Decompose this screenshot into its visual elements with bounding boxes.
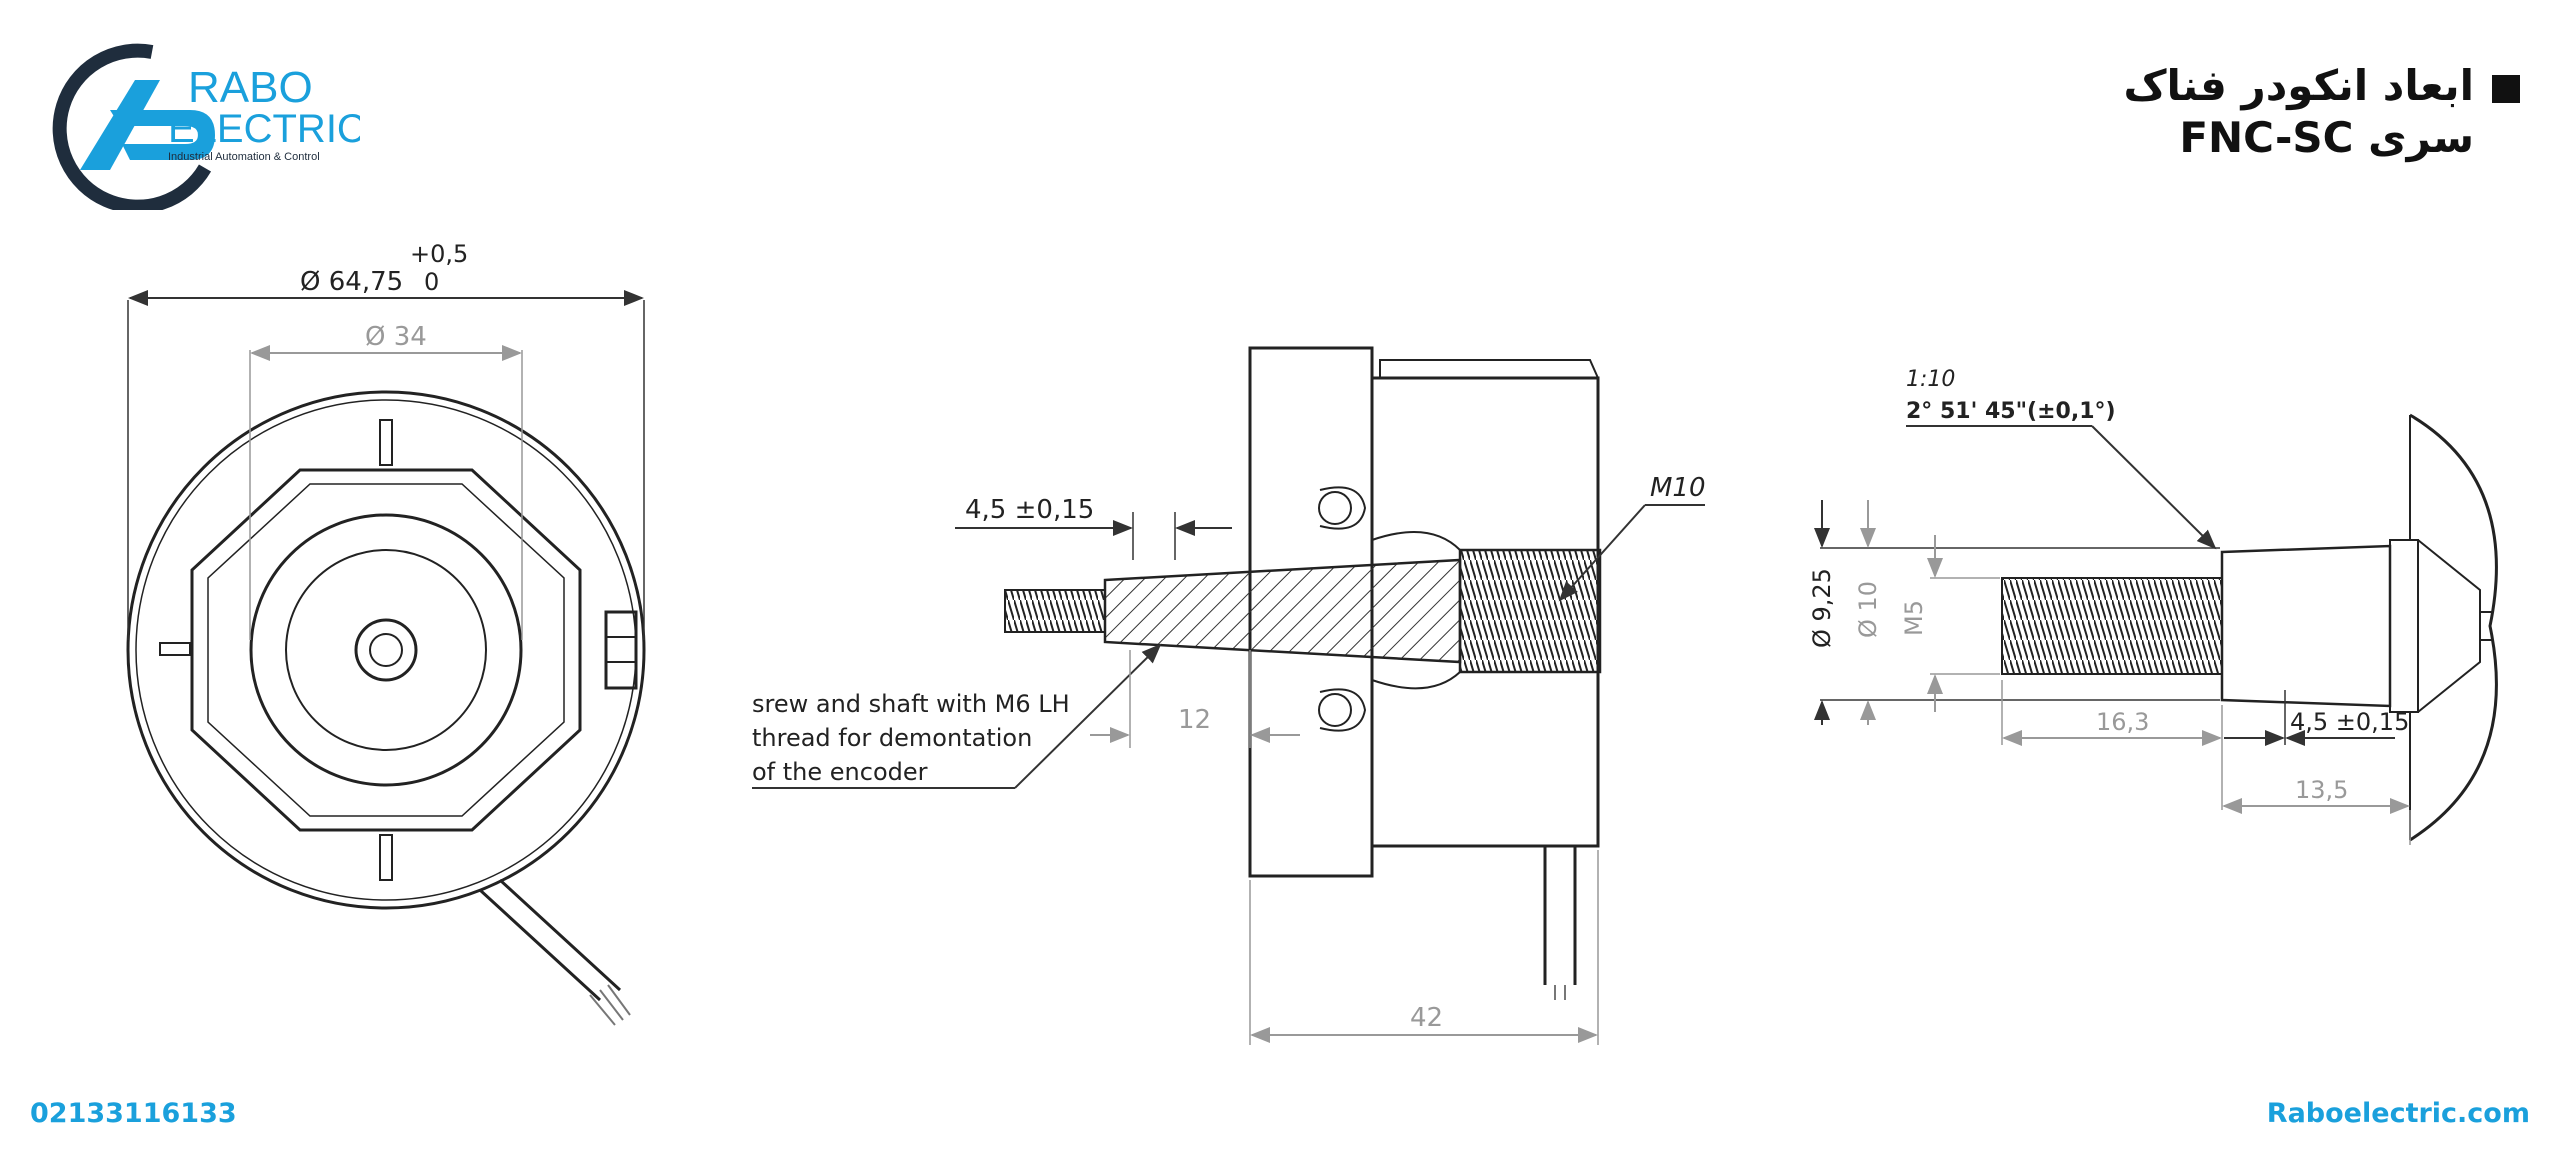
brand-tagline: Industrial Automation & Control [168,151,320,163]
dim-tolerance-lower: 0 [424,268,439,296]
dim-depth: 4,5 ±0,15 [965,495,1094,525]
title-line-2: سری FNC-SC [2179,113,2474,162]
brand-name-rabo: RABO [188,63,313,112]
title-line-1: ابعاد انکودر فناک [2123,60,2520,112]
bullet-square-icon [2492,74,2520,103]
phone-number[interactable]: 02133116133 [30,1098,237,1129]
dim-length-45: 4,5 ±0,15 [2290,708,2409,736]
note-line-3: of the encoder [752,758,928,786]
front-view: Ø 64,75 +0,5 0 Ø 34 [126,240,646,1026]
website-link[interactable]: Raboelectric.com [2266,1098,2530,1129]
brand-name-electric: ELECTRIC [168,107,360,151]
side-view: 4,5 ±0,15 M10 srew and shaft with M6 LH … [752,346,1706,1045]
dim-inner-diameter: Ø 34 [365,322,427,352]
dim-thread-m5: M5 [1900,600,1928,636]
dim-length-135: 13,5 [2295,776,2348,804]
dim-outer-diameter: Ø 64,75 [300,267,403,297]
scale-label: 1:10 [1906,367,1955,392]
note-line-2: thread for demontation [752,724,1032,752]
dim-length: 42 [1410,1003,1443,1033]
dim-tolerance-upper: +0,5 [410,240,468,268]
dim-diameter-10: Ø 10 [1854,581,1882,638]
page-title: ابعاد انکودر فناک سری FNC-SC [2123,60,2520,164]
thread-label-m10: M10 [1650,473,1706,503]
taper-angle-label: 2° 51' 45"(±0,1°) [1906,399,2116,424]
note-line-1: srew and shaft with M6 LH [752,690,1070,718]
dim-offset: 12 [1178,705,1211,735]
shaft-view: 1:10 2° 51' 45"(±0,1°) Ø 9,25 Ø 10 M5 16… [1808,367,2498,845]
dim-length-163: 16,3 [2096,708,2149,736]
dim-diameter-925: Ø 9,25 [1808,568,1836,648]
company-logo: RABO ELECTRIC Industrial Automation & Co… [40,40,366,214]
